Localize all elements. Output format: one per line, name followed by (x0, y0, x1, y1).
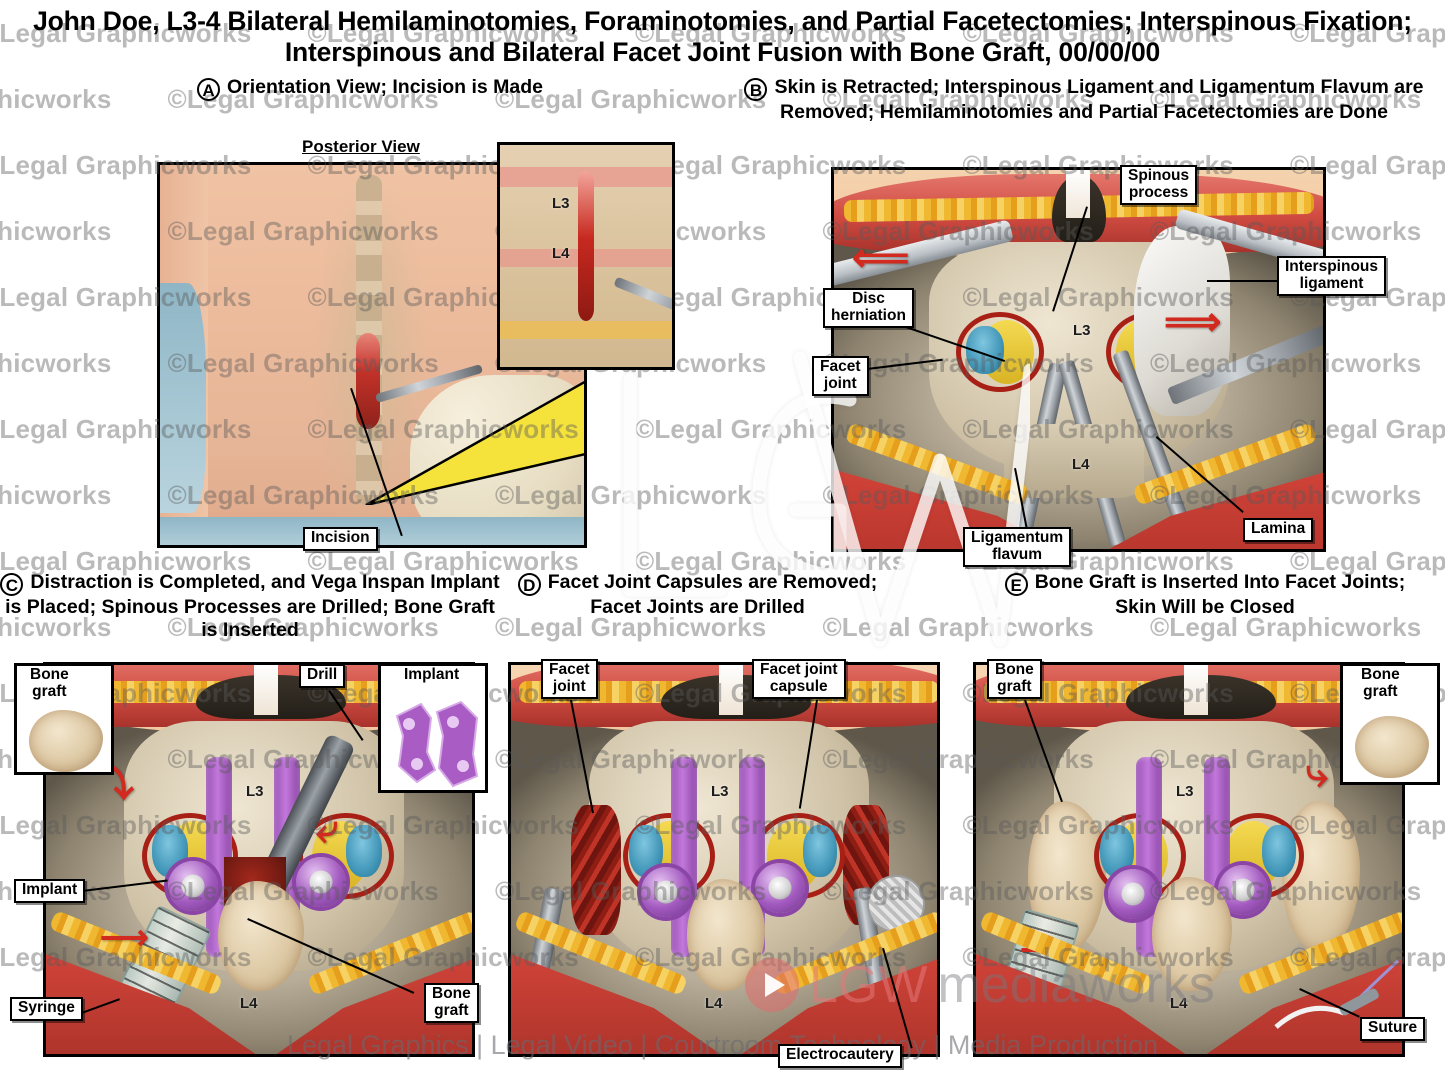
panel-d-image: L3 L4 (508, 662, 940, 1057)
panel-b-label-l3: L3 (1073, 322, 1091, 339)
spinous-tip-c (254, 665, 278, 715)
panel-e-label-l4: L4 (1170, 995, 1188, 1012)
panel-c-caption-text: Distraction is Completed, and Vega Inspa… (5, 571, 500, 641)
inset-incision (578, 171, 594, 321)
panel-b-label-ligamentum-flavum: Ligamentum flavum (963, 527, 1072, 568)
implant-knob-right-d (755, 863, 805, 913)
panel-b-label-l4: L4 (1072, 456, 1090, 473)
panel-e-label-suture: Suture (1360, 1017, 1426, 1041)
panel-b-label-spinous-process: Spinous process (1120, 165, 1198, 206)
arrow-graft-e: ⤷ (1306, 751, 1329, 795)
panel-e-caption: E Bone Graft is Inserted Into Facet Joint… (985, 571, 1425, 619)
implant-knob-left-d (641, 867, 691, 917)
panel-c-label-bone-graft-inset: Bone graft (30, 666, 69, 700)
panel-e-label-l3: L3 (1176, 783, 1194, 800)
disc-herniation-b (966, 326, 1004, 374)
panel-d-label-l3: L3 (711, 783, 729, 800)
arrow-right-b: ⟹ (1164, 300, 1222, 344)
arrow-left-b: ⟸ (852, 236, 910, 280)
spinous-tip-e (1184, 665, 1208, 715)
watermark-text: ©Legal Graphicworks (0, 216, 112, 246)
arrow-syringe-c: ⟶ (100, 919, 149, 957)
page-title: John Doe, L3-4 Bilateral Hemilaminotomie… (33, 6, 1412, 68)
graft-center-e (1152, 877, 1232, 991)
panel-a-subtitle: Posterior View (302, 137, 420, 156)
panel-b-label-lamina: Lamina (1243, 518, 1314, 542)
spinous-tip-b (1066, 170, 1090, 218)
panel-b-label-disc-herniation: Disc herniation (823, 288, 914, 329)
zoom-wedge (365, 380, 584, 505)
implant-knob-right-c (296, 857, 346, 907)
panel-b-image: ⟸ ⟹ L3 L4 (831, 167, 1326, 552)
panel-d-caption: D Facet Joint Capsules are Removed; Facet… (505, 571, 890, 619)
facet-joint-left-d (571, 805, 621, 935)
panel-b-badge: B (744, 78, 768, 101)
panel-a-badge: A (196, 78, 220, 101)
panel-a-caption-text: Orientation View; Incision is Made (226, 76, 544, 98)
panel-d-label-facet-joint-capsule: Facet joint capsule (752, 659, 846, 700)
arrow-right-c: ⤶ (316, 807, 339, 851)
spinous-tip-d (719, 665, 743, 715)
implant-render (395, 700, 479, 788)
fat-strip (500, 321, 672, 339)
panel-a-caption: A Orientation View; Incision is Made (20, 76, 720, 101)
panel-a-inset-label-l3: L3 (552, 195, 570, 212)
panel-e-badge: E (1004, 573, 1028, 596)
panel-d-caption-text: Facet Joint Capsules are Removed; Facet … (547, 571, 878, 618)
panel-e-caption-text: Bone Graft is Inserted Into Facet Joints… (1034, 571, 1406, 618)
panel-e-label-bone-graft-inset: Bone graft (1361, 666, 1400, 700)
panel-d-label-facet-joint: Facet joint (541, 659, 598, 700)
panel-a-image (157, 162, 587, 548)
panel-b-caption: B Skin is Retracted; Interspinous Ligamen… (725, 76, 1443, 124)
panel-d-badge: D (517, 573, 541, 596)
panel-c-inset-implant (378, 663, 488, 793)
panel-a-inset-label-l4: L4 (552, 245, 570, 262)
panel-e-inset-bone-graft (1340, 663, 1440, 785)
panel-c-label-bone-graft: Bone graft (424, 983, 479, 1024)
panel-e-label-bone-graft-left: Bone graft (987, 659, 1042, 700)
panel-c-badge: C (0, 573, 24, 596)
panel-b-caption-text: Skin is Retracted; Interspinous Ligament… (774, 76, 1424, 123)
disc-right-d (803, 825, 837, 877)
panel-c-label-l4: L4 (240, 995, 258, 1012)
panel-a-label-incision: Incision (303, 527, 378, 551)
panel-d-label-l4: L4 (705, 995, 723, 1012)
panel-c-label-drill: Drill (299, 664, 346, 688)
panel-a-inset: L3 L4 (497, 142, 675, 370)
inset-graft-e (1355, 716, 1429, 778)
panel-c-label-l3: L3 (246, 783, 264, 800)
panel-c-label-syringe: Syringe (10, 997, 83, 1021)
inset-graft-c (29, 710, 103, 772)
panel-c-label-implant-inset: Implant (404, 666, 460, 683)
implant-knob-left-e (1108, 869, 1158, 919)
implant-knob-left-c (168, 861, 218, 911)
panel-c-inset-bone-graft (14, 663, 114, 775)
panel-c-label-implant: Implant (14, 879, 86, 903)
watermark-text: ©Legal Graphicworks (0, 480, 112, 510)
disc-right-c (346, 825, 382, 877)
panel-b-label-interspinous-ligament: Interspinous ligament (1277, 256, 1387, 297)
watermark-text: ©Legal Graphicworks (0, 348, 112, 378)
disc-right-e (1262, 825, 1296, 877)
panel-d-label-electrocautery: Electrocautery (778, 1044, 902, 1068)
panel-b-label-facet-joint: Facet joint (812, 356, 869, 397)
drape-left (160, 283, 206, 513)
